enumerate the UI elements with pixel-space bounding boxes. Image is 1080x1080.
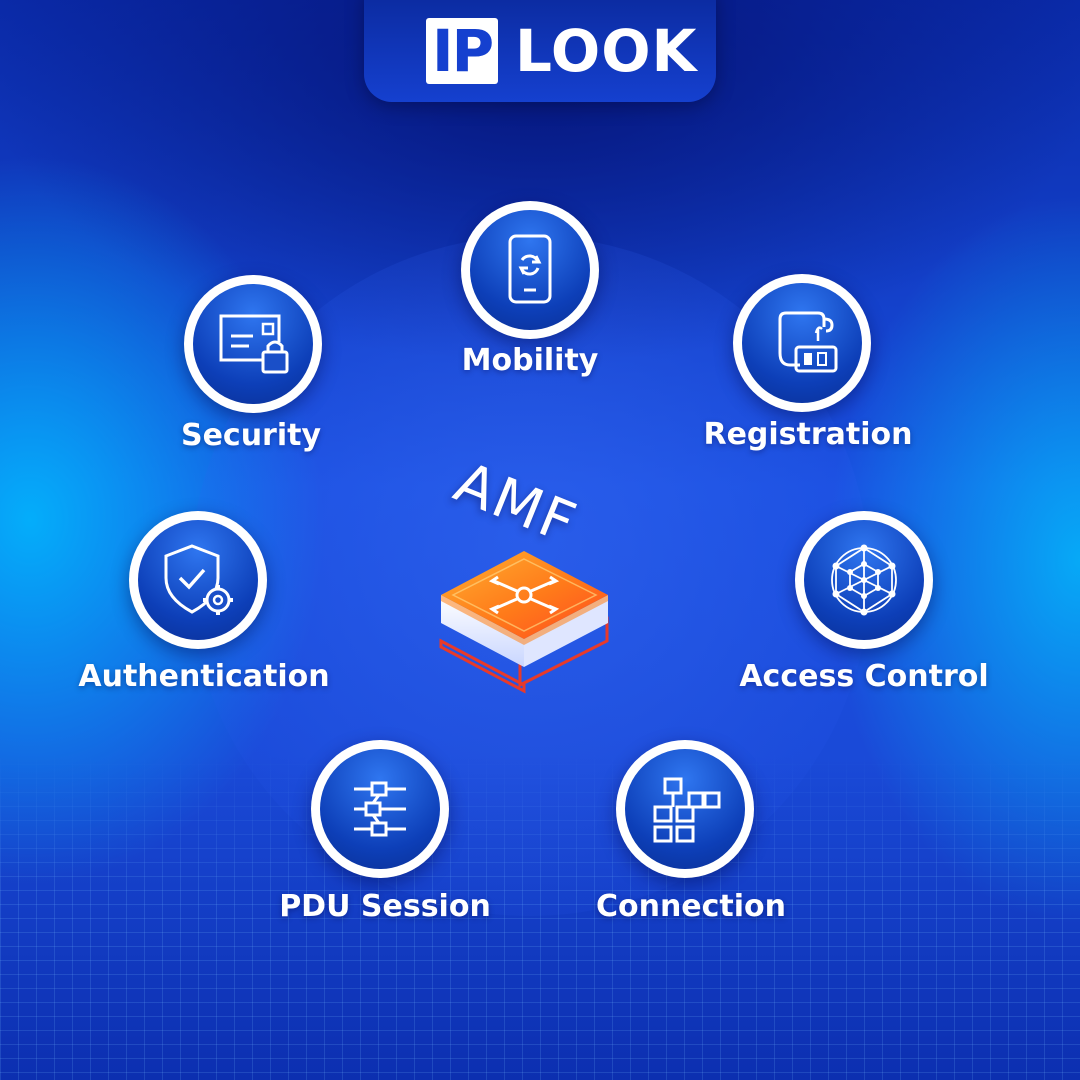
envelope-lock-icon [219,314,289,374]
node-security [184,275,322,413]
registration-scroll-icon [778,311,838,373]
logo-ip-text: IP [426,18,499,84]
label-security: Security [180,418,322,453]
node-registration [733,274,871,412]
node-authentication [129,511,267,649]
logo-banner [364,0,716,102]
network-sphere-icon [831,544,897,616]
node-connection [616,740,754,878]
pdu-session-icon [354,781,406,837]
label-registration: Registration [703,417,913,452]
label-pdu-session: PDU Session [279,889,491,924]
logo-look-text: LOOK [515,17,698,85]
node-pdu-session [311,740,449,878]
shield-check-gear-icon [164,544,233,615]
node-mobility [461,201,599,339]
wireframe-grid [0,750,1080,1080]
label-authentication: Authentication [78,659,330,694]
label-mobility: Mobility [461,343,599,378]
logo-ip: IP [426,18,499,84]
amf-hub-icon [439,551,609,694]
mobile-sync-icon [508,234,552,304]
node-access-control [795,511,933,649]
connection-blocks-icon [653,777,721,843]
label-connection: Connection [595,889,787,924]
label-access-control: Access Control [739,659,989,694]
